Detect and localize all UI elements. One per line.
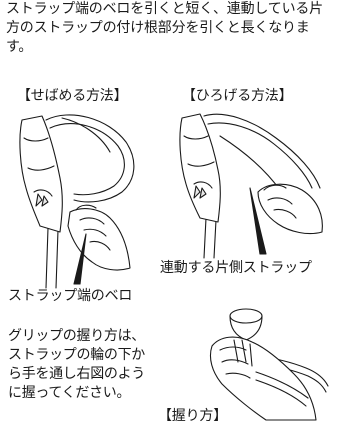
grip-method-label: 【握り方】 (158, 408, 227, 424)
connected-strap-caption: 連動する片側ストラップ (160, 260, 312, 276)
narrow-strap-illustration (19, 114, 135, 289)
narrow-method-label: 【せばめる方法】 (17, 88, 128, 104)
grip-illustration (209, 308, 329, 421)
strap-tab-caption: ストラップ端のベロ (8, 288, 133, 304)
widen-method-label: 【ひろげる方法】 (182, 88, 293, 104)
grip-instructions: グリップの握り方は、ストラップの輪の下から手を通し右図のように握ってください。 (8, 328, 145, 401)
intro-paragraph: ストラップ端のベロを引くと短く、連動している片方のストラップの付け根部分を引くと… (6, 1, 323, 55)
widen-strap-illustration (179, 113, 323, 259)
